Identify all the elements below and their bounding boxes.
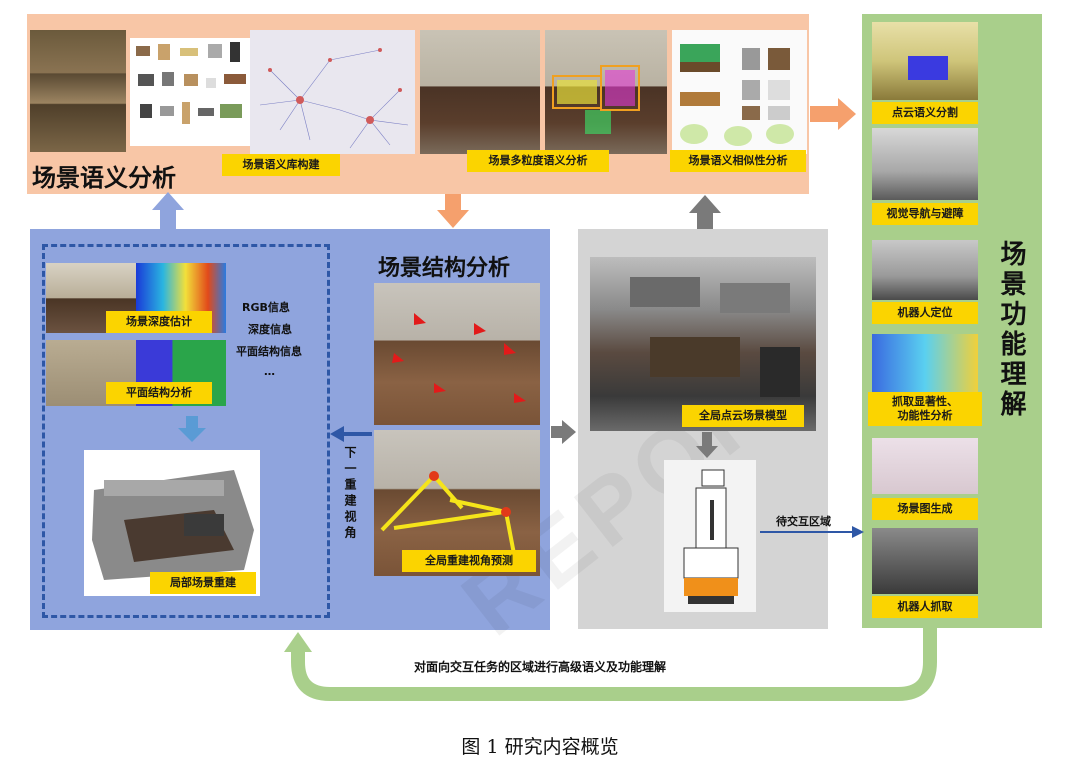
furniture-models-image (130, 38, 250, 146)
scene-thumbnails (30, 30, 126, 152)
robot-grasping-image (872, 528, 978, 594)
down-arrow-plane-to-local (178, 416, 206, 442)
info-depth: 深度信息 (248, 323, 292, 336)
office-view-a (374, 283, 540, 425)
similarity-figure (672, 30, 807, 154)
up-arrow-to-semantic (152, 192, 184, 229)
navigation-image (872, 128, 978, 200)
right-label-5: 场景图生成 (872, 498, 978, 520)
right-label-1: 点云语义分割 (872, 102, 978, 124)
point-cloud-model-image (590, 257, 816, 431)
info-rgb: RGB信息 (242, 301, 290, 314)
info-ellipsis: … (264, 365, 275, 378)
function-understanding-title: 场景功能理解 (996, 240, 1026, 420)
up-arrow-model-to-semantic (689, 195, 721, 229)
pointcloud-segmentation-image (872, 22, 978, 100)
label-semantic-library: 场景语义库构建 (222, 154, 340, 176)
next-view-label: 下一重建视角 (343, 446, 357, 542)
semantic-library-graph (250, 30, 415, 154)
structure-analysis-title: 场景结构分析 (378, 256, 511, 281)
down-arrow-to-structure (437, 194, 469, 228)
scene-graph-image (872, 438, 978, 494)
next-view-arrow (330, 426, 372, 442)
robot-image (664, 460, 756, 612)
local-analysis-dashed-box (42, 244, 330, 618)
office-photo-a (420, 30, 540, 154)
feedback-loop-arrow (291, 628, 937, 701)
interact-arrow-head (852, 526, 864, 538)
label-depth-estimation: 场景深度估计 (106, 311, 212, 333)
info-plane: 平面结构信息 (236, 345, 302, 358)
right-label-3: 机器人定位 (872, 302, 978, 324)
right-arrow-structure-to-model (551, 420, 576, 444)
local-reconstruction-image (84, 450, 260, 596)
label-semantic-similarity: 场景语义相似性分析 (670, 150, 806, 172)
label-viewpoint-prediction: 全局重建视角预测 (402, 550, 536, 572)
down-arrow-model-to-robot (696, 432, 718, 458)
right-label-4: 抓取显著性、 功能性分析 (868, 392, 982, 426)
right-arrow-to-function (810, 98, 856, 130)
grasp-saliency-image (872, 334, 978, 392)
label-interaction-area: 待交互区域 (776, 515, 831, 528)
label-global-point-cloud: 全局点云场景模型 (682, 405, 804, 427)
label-local-reconstruction: 局部场景重建 (150, 572, 256, 594)
figure-caption: 图 1 研究内容概览 (461, 736, 619, 758)
right-label-6: 机器人抓取 (872, 596, 978, 618)
localization-image (872, 240, 978, 300)
feedback-loop-text: 对面向交互任务的区域进行高级语义及功能理解 (413, 660, 666, 674)
office-photo-segmented (545, 30, 667, 154)
semantic-analysis-title: 场景语义分析 (32, 164, 176, 192)
label-multi-granularity: 场景多粒度语义分析 (467, 150, 609, 172)
label-plane-analysis: 平面结构分析 (106, 382, 212, 404)
right-label-2: 视觉导航与避障 (872, 203, 978, 225)
